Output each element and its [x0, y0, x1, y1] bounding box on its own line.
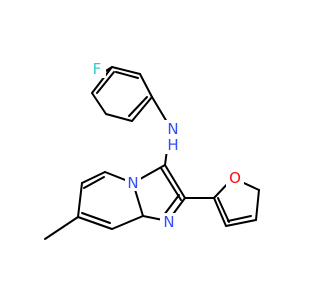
- bond: [111, 66, 141, 75]
- atom-label-background: [160, 213, 178, 231]
- atom-label-background: [90, 60, 106, 78]
- bond: [105, 113, 133, 122]
- bond: [81, 212, 111, 224]
- bond: [91, 92, 107, 115]
- bond: [213, 197, 227, 227]
- bond: [96, 71, 115, 94]
- atom-label-furan-oxygen: O: [229, 169, 241, 187]
- atom-label-background: [125, 175, 141, 191]
- atom-label-fluorine: F: [93, 60, 102, 78]
- bond: [44, 216, 79, 240]
- atom-label-background: [226, 169, 244, 187]
- bond: [227, 215, 252, 222]
- bond: [225, 219, 257, 227]
- bond: [91, 66, 113, 94]
- bond: [77, 182, 83, 218]
- atom-label-bridgehead-nitrogen: N: [127, 174, 138, 192]
- atom-label-background: [164, 136, 182, 154]
- bond: [164, 164, 186, 199]
- bond: [111, 215, 144, 230]
- bond: [139, 73, 153, 98]
- bond: [115, 71, 139, 79]
- bond-layer: [44, 66, 260, 240]
- bond: [77, 216, 113, 230]
- atom-label-ring-nitrogen: N: [163, 213, 174, 231]
- atom-label-amine-nitrogen: N: [167, 120, 178, 138]
- bond: [163, 194, 180, 216]
- bond: [128, 96, 148, 117]
- bond: [217, 197, 230, 223]
- bond: [131, 96, 153, 122]
- bond: [83, 176, 105, 189]
- bond: [160, 167, 182, 201]
- atom-label-layer: F N H N N O: [90, 60, 244, 231]
- atom-label-amine-hydrogen: H: [167, 136, 178, 154]
- structure-diagram: F N H N N O: [44, 60, 260, 240]
- atom-label-background: [164, 120, 182, 138]
- bond: [81, 171, 106, 184]
- bond: [255, 189, 260, 221]
